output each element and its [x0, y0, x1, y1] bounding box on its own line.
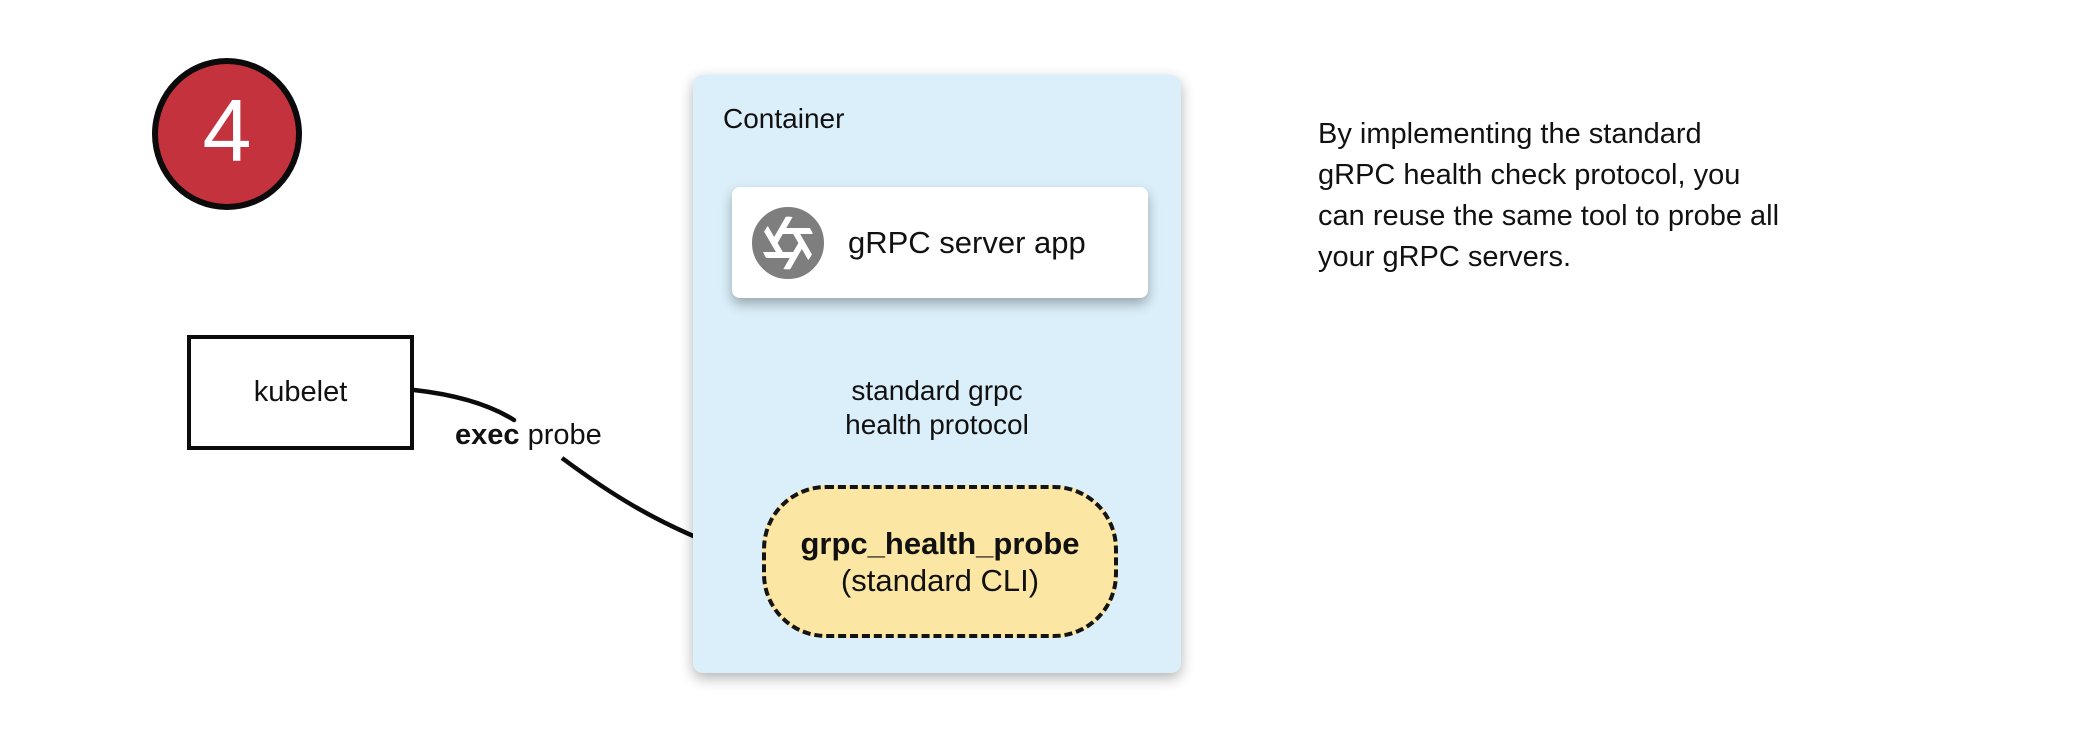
step-badge: 4 — [152, 58, 302, 210]
exec-probe-label-rest: probe — [519, 419, 602, 451]
aperture-icon — [752, 206, 824, 279]
grpc-server-card: gRPC server app — [732, 187, 1148, 298]
probe-pill-subtitle: (standard CLI) — [840, 562, 1040, 598]
protocol-arrow-label: standard grpc health protocol — [845, 375, 1029, 440]
container-box: Container gRPC server app — [693, 75, 1181, 673]
server-card-label: gRPC server app — [848, 224, 1086, 260]
exec-probe-label: exec probe — [455, 419, 602, 452]
exec-probe-label-bold: exec — [455, 419, 520, 451]
exec-probe-arrow-segment-1 — [411, 387, 517, 423]
caption-text: By implementing the standard gRPC health… — [1318, 118, 1780, 273]
kubelet-label: kubelet — [253, 376, 348, 408]
probe-pill-title: grpc_health_probe — [800, 525, 1080, 561]
step-number: 4 — [202, 81, 252, 180]
kubelet-box: kubelet — [187, 335, 414, 450]
container-label: Container — [723, 103, 845, 134]
grpc-health-probe-pill: grpc_health_probe (standard CLI) — [762, 485, 1118, 638]
